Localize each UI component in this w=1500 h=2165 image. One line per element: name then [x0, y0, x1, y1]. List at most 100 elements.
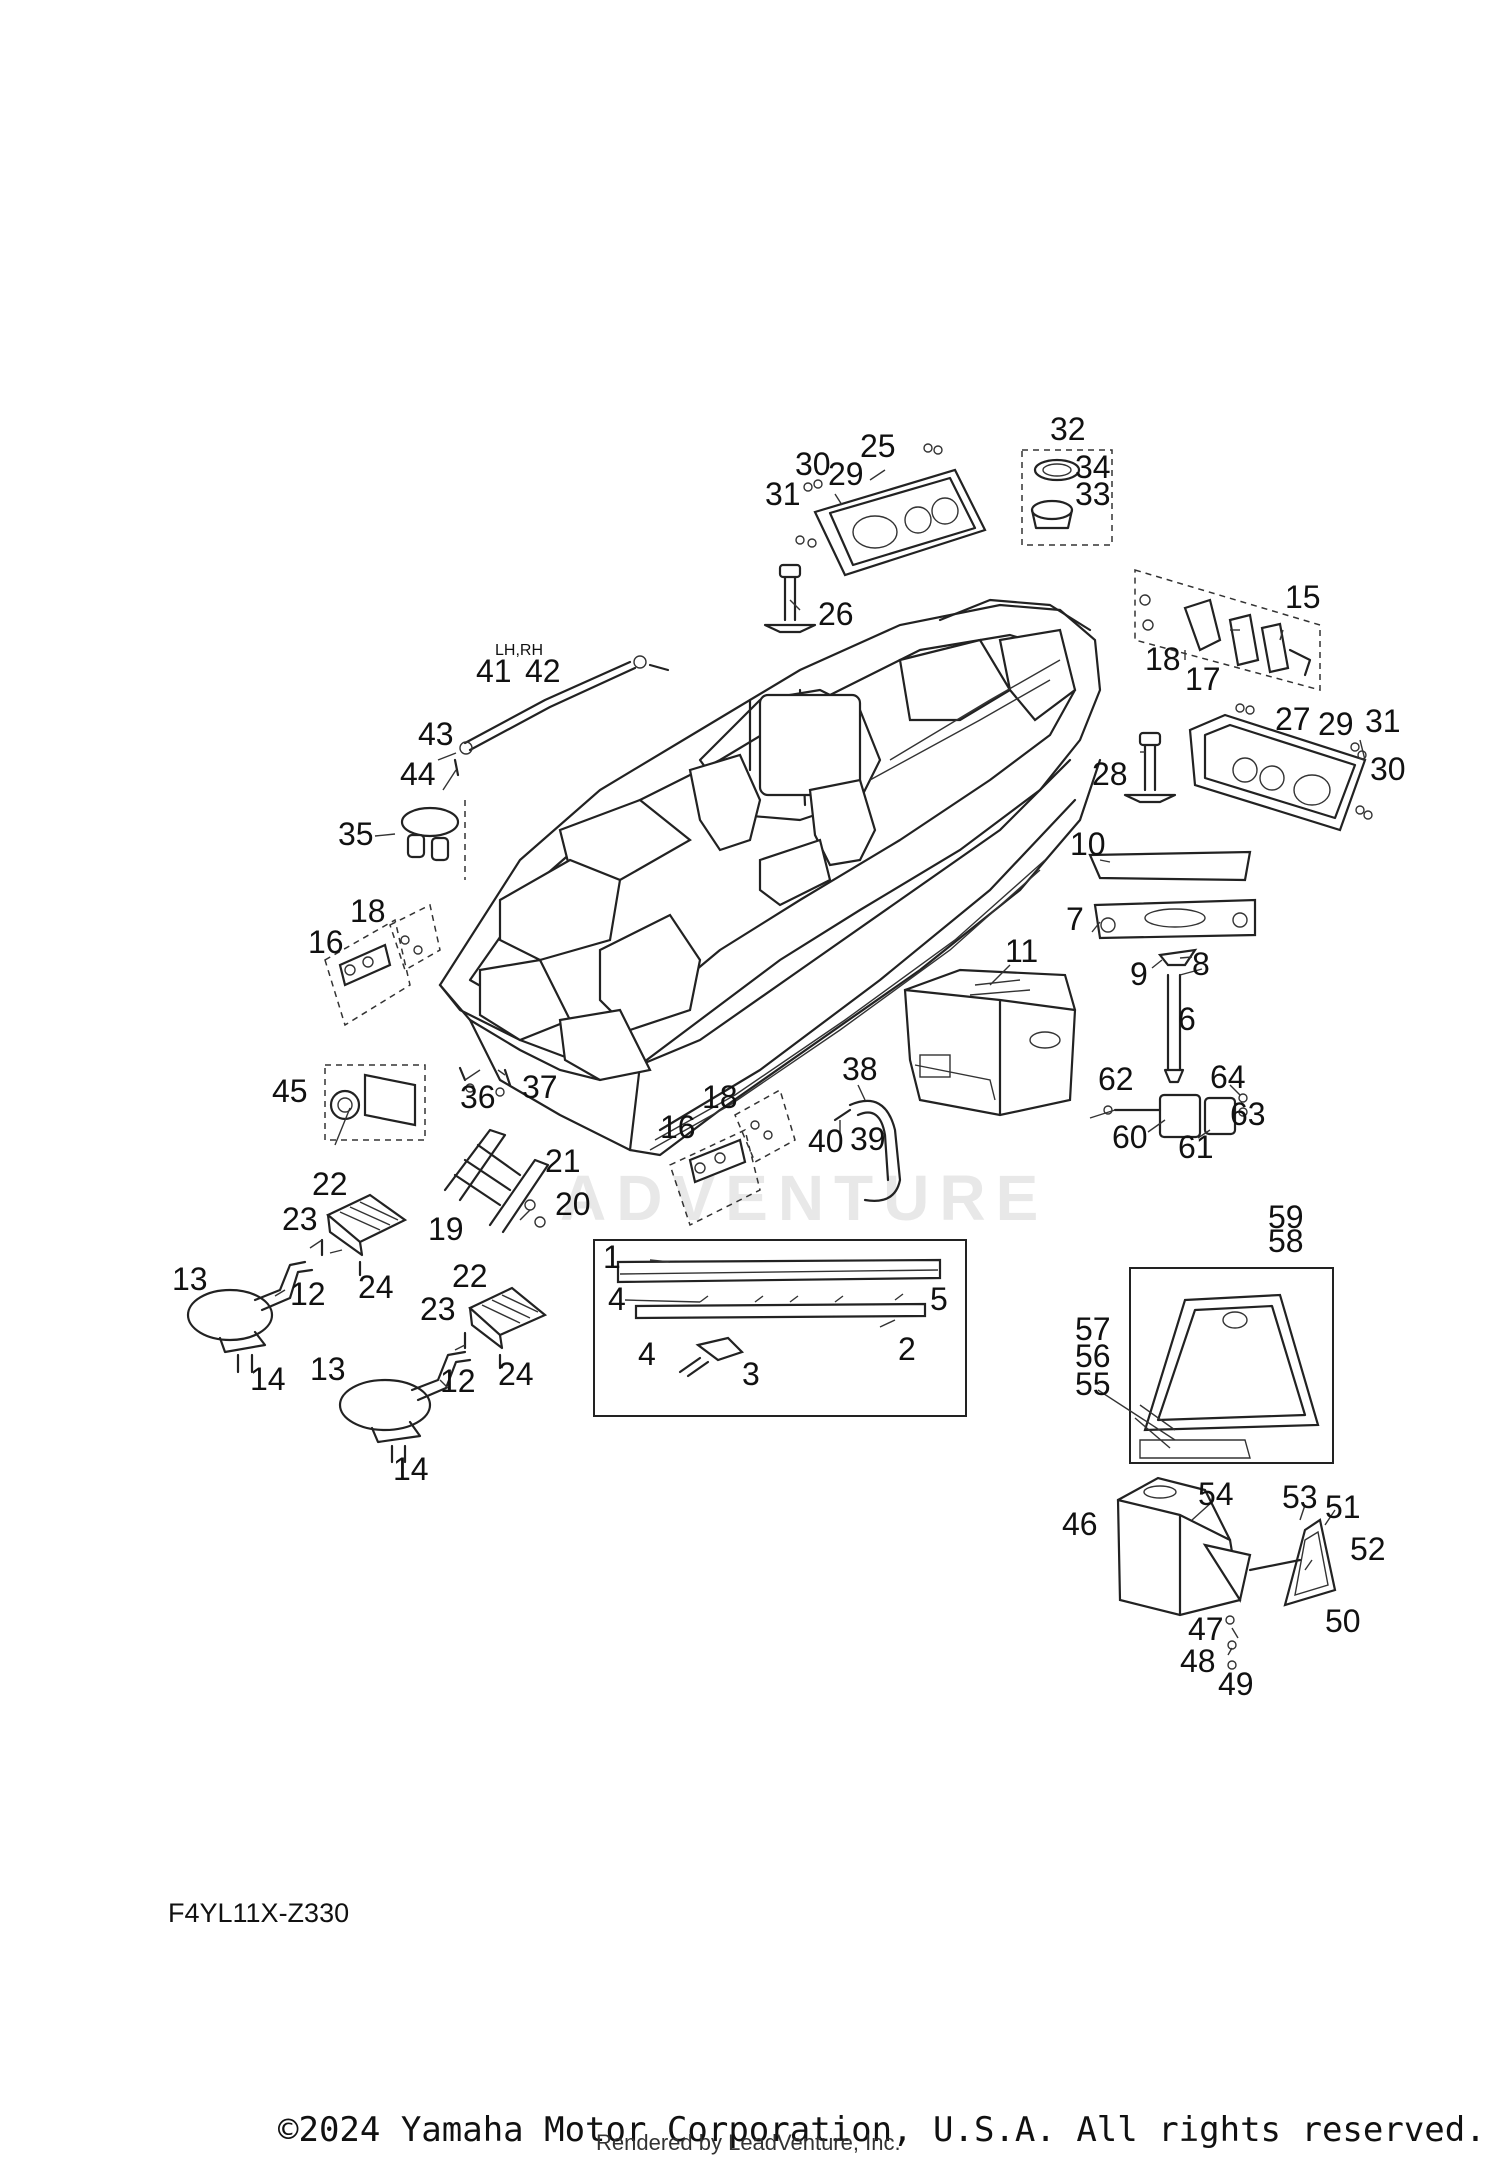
- callout-11: 11: [1005, 933, 1038, 969]
- dash-panel-right: [1188, 703, 1373, 832]
- callout-53: 53: [1282, 1479, 1318, 1515]
- callout-26: 26: [818, 596, 854, 632]
- step-upper: [320, 1193, 408, 1277]
- callout-27: 27: [1275, 701, 1311, 737]
- callout-29-b: 29: [1318, 706, 1354, 742]
- callout-4-b: 4: [638, 1336, 656, 1372]
- callout-39: 39: [850, 1121, 886, 1157]
- callout-62: 62: [1098, 1061, 1134, 1097]
- callout-24-b: 24: [498, 1356, 534, 1392]
- callout-4: 4: [608, 1281, 626, 1317]
- callout-59: 59: [1268, 1199, 1304, 1235]
- watermark: ADVENTURE: [560, 1162, 1048, 1234]
- callout-3: 3: [742, 1356, 760, 1392]
- mount-post-28: [1123, 731, 1177, 804]
- callout-6: 6: [1178, 1001, 1196, 1037]
- callout-29: 29: [828, 456, 864, 492]
- callout-8: 8: [1192, 946, 1210, 982]
- rub-rail-detail: [593, 1239, 967, 1417]
- callout-30: 30: [795, 446, 831, 482]
- callout-23-b: 23: [420, 1291, 456, 1327]
- callout-55: 55: [1075, 1366, 1111, 1402]
- hinge-kit-16-lower: [669, 1088, 796, 1227]
- callout-1: 1: [603, 1239, 621, 1275]
- grab-rail: [833, 1099, 902, 1202]
- callout-51: 51: [1325, 1489, 1361, 1525]
- callout-22: 22: [312, 1166, 348, 1202]
- callout-10: 10: [1070, 826, 1106, 862]
- callout-63: 63: [1230, 1096, 1266, 1132]
- callout-64: 64: [1210, 1059, 1246, 1095]
- hinge-kit-15: [1134, 568, 1321, 691]
- pedestal-seat-lower: [338, 1350, 472, 1464]
- callout-30-b: 30: [1370, 751, 1406, 787]
- callout-23: 23: [282, 1201, 318, 1237]
- callout-31: 31: [765, 476, 801, 512]
- callout-48: 48: [1180, 1643, 1216, 1679]
- callout-57: 57: [1075, 1311, 1111, 1347]
- callout-24: 24: [358, 1269, 394, 1305]
- callout-31-b: 31: [1365, 703, 1401, 739]
- support-strut-6: [1163, 973, 1185, 1084]
- copyright-notice: ©2024 Yamaha Motor Corporation, U.S.A. A…: [278, 2110, 1486, 2150]
- callout-20: 20: [555, 1186, 591, 1222]
- side-rail: [453, 655, 670, 777]
- callout-13: 13: [172, 1261, 208, 1297]
- cooler-11: [903, 968, 1077, 1117]
- callout-36: 36: [460, 1079, 496, 1115]
- callout-14: 14: [250, 1361, 286, 1397]
- callout-38: 38: [842, 1051, 878, 1087]
- callout-37: 37: [522, 1069, 558, 1105]
- callout-16: 16: [308, 924, 344, 960]
- callout-16-b: 16: [660, 1109, 696, 1145]
- rendered-by-notice: Rendered by LeadVenture, Inc.: [596, 2130, 901, 2155]
- callout-45: 45: [272, 1073, 308, 1109]
- callout-52: 52: [1350, 1531, 1386, 1567]
- callout-2: 2: [898, 1331, 916, 1367]
- light-35: [400, 800, 466, 880]
- callout-14-b: 14: [393, 1451, 429, 1487]
- drain-assembly: [1103, 1093, 1248, 1139]
- pedestal-seat-upper: [186, 1260, 314, 1374]
- callout-18: 18: [1145, 641, 1181, 677]
- cover-10: [1088, 850, 1252, 882]
- callout-49: 49: [1218, 1666, 1254, 1702]
- callout-25: 25: [860, 428, 896, 464]
- boat-hull: [438, 598, 1102, 1157]
- latch-8: [1157, 948, 1198, 967]
- callout-5: 5: [930, 1281, 948, 1317]
- callout-32: 32: [1050, 411, 1086, 447]
- switch-plate-45: [324, 1064, 426, 1141]
- callout-21: 21: [545, 1143, 581, 1179]
- side-note-lh-rh: LH,RH: [495, 642, 543, 659]
- storage-box-detail: [1129, 1267, 1334, 1464]
- callout-13-b: 13: [310, 1351, 346, 1387]
- callout-12: 12: [290, 1276, 326, 1312]
- fasteners-36-37: [458, 1066, 512, 1097]
- callout-60: 60: [1112, 1119, 1148, 1155]
- callout-9: 9: [1130, 956, 1148, 992]
- callout-58: 58: [1268, 1223, 1304, 1259]
- diagram-code: F4YL11X-Z330: [168, 1898, 350, 1928]
- callout-28: 28: [1092, 756, 1128, 792]
- callout-7: 7: [1066, 901, 1084, 937]
- hinge-kit-16-upper: [324, 903, 441, 1027]
- callout-43: 43: [418, 716, 454, 752]
- speaker-kit-32: [1021, 449, 1113, 546]
- mount-post-26: [763, 563, 817, 634]
- callout-17: 17: [1185, 661, 1221, 697]
- callout-44: 44: [400, 756, 436, 792]
- storage-cabinet: [1116, 1476, 1337, 1670]
- callout-12-b: 12: [440, 1363, 476, 1399]
- callout-50: 50: [1325, 1603, 1361, 1639]
- callout-42: 42: [525, 653, 561, 689]
- leader-lines: [274, 469, 1366, 1656]
- callout-18-b: 18: [350, 893, 386, 929]
- dash-panel-upper: [795, 443, 987, 577]
- callout-47: 47: [1188, 1611, 1224, 1647]
- callout-34: 34: [1075, 449, 1111, 485]
- callout-61: 61: [1178, 1129, 1214, 1165]
- callout-35: 35: [338, 816, 374, 852]
- callout-40: 40: [808, 1123, 844, 1159]
